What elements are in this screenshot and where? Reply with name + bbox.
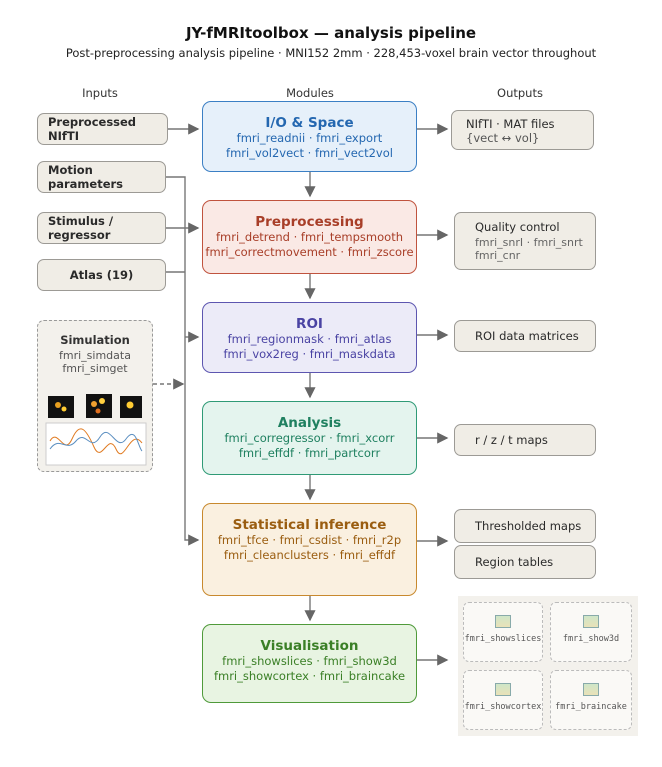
image-icon	[583, 683, 599, 696]
thumb-showslices: fmri_showslices	[463, 602, 543, 662]
output-nifti-mat-files: NIfTI · MAT files {vect ↔ vol}	[451, 110, 594, 150]
module-functions-line-2: fmri_vol2vect · fmri_vect2vol	[226, 146, 393, 160]
module-visualisation: Visualisation fmri_showslices · fmri_sho…	[202, 624, 417, 703]
module-roi: ROI fmri_regionmask · fmri_atlas fmri_vo…	[202, 302, 417, 373]
qc-title: Quality control	[475, 220, 560, 234]
module-io-space: I/O & Space fmri_readnii · fmri_export f…	[202, 101, 417, 172]
module-analysis: Analysis fmri_corregressor · fmri_xcorr …	[202, 401, 417, 475]
thumb-show3d: fmri_show3d	[550, 602, 632, 662]
image-icon	[495, 615, 511, 628]
diagram-title: JY-fMRItoolbox — analysis pipeline	[185, 24, 477, 42]
module-title: ROI	[296, 316, 323, 332]
image-icon	[583, 615, 599, 628]
simulation-fn-simdata: fmri_simdata	[59, 349, 131, 362]
module-title: I/O & Space	[265, 115, 354, 131]
thumb-showcortex: fmri_showcortex	[463, 670, 543, 730]
image-icon	[495, 683, 511, 696]
module-functions-line-1: fmri_regionmask · fmri_atlas	[227, 332, 392, 346]
thumb-label: fmri_showcortex	[464, 702, 542, 712]
simulation-box: Simulation fmri_simdata fmri_simget	[37, 320, 153, 472]
module-title: Visualisation	[260, 638, 359, 654]
arrow-motion-to-stats	[166, 176, 200, 546]
simulation-title: Simulation	[60, 333, 130, 347]
diagram-subtitle: Post-preprocessing analysis pipeline · M…	[65, 46, 597, 60]
output-rzt-maps: r / z / t maps	[454, 424, 596, 456]
module-functions-line-2: fmri_cleanclusters · fmri_effdf	[223, 548, 396, 562]
input-atlas: Atlas (19)	[37, 259, 166, 291]
thumb-braincake: fmri_braincake	[550, 670, 632, 730]
module-functions-line-2: fmri_showcortex · fmri_braincake	[213, 669, 406, 683]
input-stimulus-regressor: Stimulus / regressor	[37, 212, 166, 244]
input-preprocessed-nifti: Preprocessed NIfTI	[37, 113, 168, 145]
module-functions-line-2: fmri_correctmovement · fmri_zscore	[205, 245, 414, 259]
module-functions-line-2: fmri_effdf · fmri_partcorr	[238, 446, 381, 460]
module-statistical-inference: Statistical inference fmri_tfce · fmri_c…	[202, 503, 417, 596]
simulation-fn-simget: fmri_simget	[62, 362, 128, 375]
module-functions-line-1: fmri_detrend · fmri_tempsmooth	[216, 230, 403, 244]
output-files-label: NIfTI · MAT files	[466, 117, 555, 131]
module-preprocessing: Preprocessing fmri_detrend · fmri_tempsm…	[202, 200, 417, 274]
module-functions-line-1: fmri_tfce · fmri_csdist · fmri_r2p	[217, 533, 402, 547]
output-thresholded-maps: Thresholded maps	[454, 509, 596, 543]
module-title: Statistical inference	[232, 517, 387, 533]
column-header-outputs: Outputs	[497, 86, 543, 100]
output-region-tables: Region tables	[454, 545, 596, 579]
qc-functions-line-1: fmri_snrI · fmri_snrt	[475, 236, 583, 249]
thumb-label: fmri_show3d	[562, 634, 620, 644]
input-motion-parameters: Motion parameters	[37, 161, 166, 193]
module-functions-line-1: fmri_readnii · fmri_export	[236, 131, 383, 145]
output-quality-control: Quality control fmri_snrI · fmri_snrt fm…	[454, 212, 596, 270]
module-functions-line-1: fmri_corregressor · fmri_xcorr	[224, 431, 395, 445]
qc-functions-line-2: fmri_cnr	[475, 249, 521, 262]
module-functions-line-1: fmri_showslices · fmri_show3d	[222, 654, 397, 668]
module-title: Preprocessing	[255, 214, 364, 230]
simulation-preview-image	[45, 394, 147, 466]
module-functions-line-2: fmri_vox2reg · fmri_maskdata	[223, 347, 396, 361]
visualisation-thumbnails: fmri_showslices fmri_show3d fmri_showcor…	[458, 596, 638, 736]
thumb-label: fmri_showslices	[464, 634, 542, 644]
thumb-label: fmri_braincake	[555, 702, 627, 712]
output-files-note: {vect ↔ vol}	[466, 131, 540, 145]
output-roi-data-matrices: ROI data matrices	[454, 320, 596, 352]
module-title: Analysis	[277, 415, 342, 431]
column-header-modules: Modules	[286, 86, 334, 100]
column-header-inputs: Inputs	[82, 86, 118, 100]
